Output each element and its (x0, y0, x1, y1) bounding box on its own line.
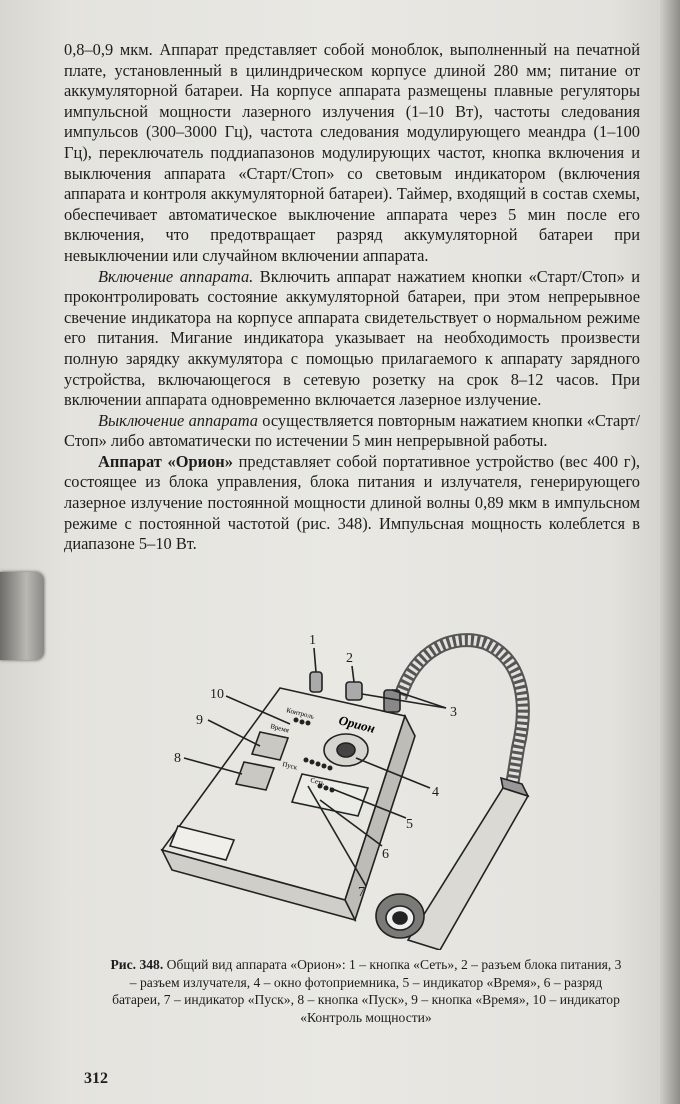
callout-3: 3 (450, 705, 457, 720)
paragraph-2-lead: Включение аппарата. (98, 266, 254, 286)
paragraph-3-lead: Выключение аппарата (98, 410, 258, 430)
body-text: 0,8–0,9 мкм. Аппарат представляет собой … (64, 40, 640, 555)
page-tab-marker (0, 572, 44, 660)
device-illustration: Орион Контроль Время Пуск Сеть 1 2 3 4 5… (160, 633, 530, 951)
paragraph-1: 0,8–0,9 мкм. Аппарат представляет собой … (64, 40, 640, 265)
paragraph-4-lead: Аппарат «Орион» (98, 451, 233, 471)
device-battery-label: Сеть (310, 776, 326, 787)
page-number: 312 (84, 1070, 108, 1087)
device-start-label: Пуск (282, 760, 299, 772)
callout-6: 6 (382, 847, 389, 862)
caption-label: Рис. 348. (110, 957, 164, 972)
callout-1: 1 (309, 633, 316, 648)
paragraph-2: Включение аппарата. Включить аппарат наж… (64, 266, 640, 410)
paragraph-4: Аппарат «Орион» представляет собой порта… (64, 451, 641, 554)
callout-4: 4 (432, 785, 439, 800)
callout-8: 8 (174, 751, 181, 766)
page-binding-shadow (660, 0, 680, 1104)
callout-9: 9 (196, 713, 203, 728)
callout-2: 2 (346, 651, 353, 666)
callout-5: 5 (406, 817, 413, 832)
paragraph-3: Выключение аппарата осуществляется повто… (64, 410, 640, 451)
callout-10: 10 (210, 687, 224, 702)
figure-348: Орион Контроль Время Пуск Сеть 1 2 3 4 5… (150, 628, 630, 951)
callout-7: 7 (358, 885, 365, 900)
figure-caption: Рис. 348. Общий вид аппарата «Орион»: 1 … (110, 957, 622, 1025)
